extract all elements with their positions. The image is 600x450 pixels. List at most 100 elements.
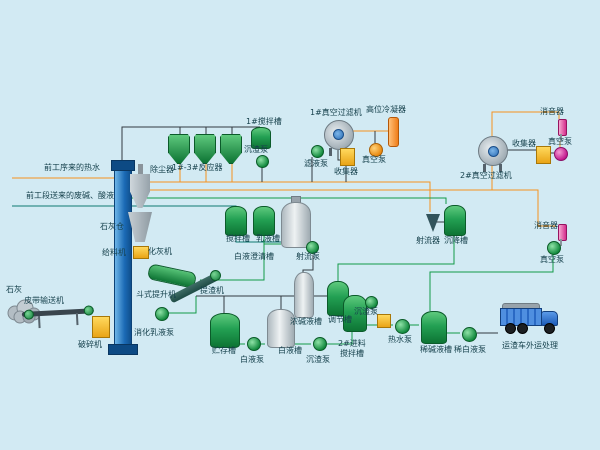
hot-water-note-label: 前工序来的热水 [44,163,100,172]
filter2-label: 2#真空过滤机 [460,171,512,180]
conveyor-roller-icon [83,305,95,316]
digest-pump-label: 消化乳液泵 [134,328,174,337]
pipe [168,296,197,314]
truck-wheel-icon [517,323,528,334]
pipe [132,197,447,204]
dilute-alkali-tank-icon [421,311,447,344]
truck-wheel-icon [505,323,516,334]
white-liquor-tank-label: 白液槽 [278,346,302,355]
filter2-leg [483,164,486,172]
pipe [429,253,554,311]
mixing-tank-icon [225,206,247,236]
collector2-icon [536,146,551,164]
dilute-white-pump-label: 稀白液泵 [454,345,486,354]
lime-silo-label: 石灰仓 [100,222,124,231]
vacuum-pump1-icon [369,143,383,157]
muffler1-label: 消音器 [540,107,564,116]
sediment-pump1-label: 沉渣泵 [244,145,268,154]
pipe [132,189,539,226]
dust-collector-icon [130,174,150,208]
clarifier-label: 白液澄清槽 [234,252,274,261]
crusher-icon [92,316,110,338]
condenser-icon [388,117,399,147]
sediment-pump2-label: 沉渣泵 [306,355,330,364]
vacuum-pump3-icon [547,241,561,255]
pipe [132,181,431,212]
bucket-elevator-label: 斗式提升机 [136,290,176,299]
reactors-label: 1#-3#反应器 [172,163,223,172]
pipe [121,126,180,160]
filtrate-pump-label: 滤液泵 [304,159,328,168]
vacuum-filter2-core [488,146,499,157]
digest-pump-icon [155,307,169,321]
collector1-label: 收集器 [334,167,358,176]
pipe [200,234,265,281]
bucket-elevator-boot [108,344,138,355]
emulsion-tank-icon [253,206,275,236]
storage-tank-icon [210,313,240,348]
filtrate-pump-icon [311,145,324,158]
collector-box-icon [377,314,391,328]
filter1-leg [329,148,332,156]
jet-pump-label: 射流泵 [296,252,320,261]
mixer1-label: 1#搅拌槽 [246,117,282,126]
emulsion-tank-label: 乳液槽 [256,234,280,243]
pipe [337,234,455,281]
pipe [327,330,353,345]
regulating-tank-label: 调节槽 [328,315,352,324]
feeder-icon [133,246,149,259]
vacuum-pump1-label: 真空泵 [362,155,386,164]
collector1-icon [340,148,355,166]
white-liquor-tank-icon [267,309,295,348]
dilute-alkali-tank-label: 稀碱液槽 [420,345,452,354]
vacuum-pump2-icon [554,147,568,161]
mixer1-tank-icon [251,127,271,149]
waste-note-label: 前工段送来的废碱、酸液 [26,191,114,200]
slag-truck-icon [500,302,564,336]
feed2-mixer-label-line2: 搅拌槽 [340,349,364,358]
settling-tank-icon [444,205,466,236]
jet-pump-icon [306,241,319,254]
slag-extractor-label: 提渣机 [200,286,224,295]
dust-collector-stack [138,164,143,175]
filter1-label: 1#真空过滤机 [310,108,362,117]
jet-device-label: 射流器 [416,236,440,245]
sediment-pump2-icon [313,337,327,351]
storage-tank-label: 贮存槽 [212,346,236,355]
hot-water-pump-icon [395,319,410,334]
belt-conveyor-label: 皮带输送机 [24,296,64,305]
white-liquor-pump-label: 白液泵 [240,355,264,364]
sediment-pump3-label: 沉渣泵 [354,307,378,316]
conveyor-roller-icon [23,309,35,320]
truck-note-label: 运渣车外运处理 [502,341,558,350]
feed2-mixer-label-line1: 2#进料 [338,339,366,348]
muffler2-label: 消音器 [534,221,558,230]
lime-slaker-label: 化灰机 [148,247,172,256]
hot-water-pump-label: 热水泵 [388,335,412,344]
reactor-1-icon [168,134,190,164]
slag-extractor-head [210,270,221,281]
reactor-2-icon [194,134,216,164]
vacuum-filter1-core [333,129,344,140]
feed2-mixer-tank-icon [343,295,367,332]
bucket-elevator-head [111,160,135,171]
dust-collector-label: 除尘器 [150,165,174,174]
white-liquor-pump-icon [247,337,261,351]
muffler2-icon [558,224,567,241]
reactor-3-icon [220,134,242,164]
settling-tank-label: 沉降槽 [444,236,468,245]
clarifier-tank-icon [281,202,311,248]
pipe [491,111,560,136]
conc-alkali-tank-label: 浓碱液槽 [290,317,322,326]
sediment-pump3-icon [365,296,378,309]
collector2-label: 收集器 [512,139,536,148]
filter2-leg [499,164,502,172]
muffler1-icon [558,119,567,136]
conveyor-leg [37,316,41,329]
vacuum-pump3-label: 真空泵 [540,255,564,264]
lime-label: 石灰 [6,285,22,294]
pipe [235,234,281,243]
feeder-label: 给料机 [102,248,126,257]
